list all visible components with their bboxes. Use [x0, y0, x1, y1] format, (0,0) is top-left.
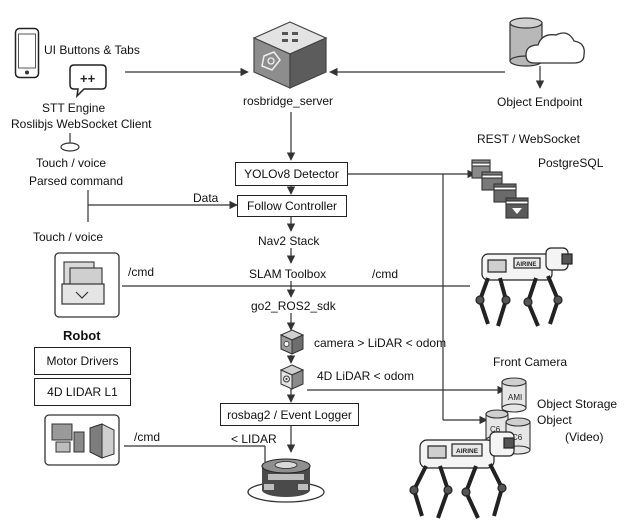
dog-logo-bottom: AIRINE — [456, 448, 479, 455]
server-cube-icon — [252, 21, 328, 89]
lidar-sensor-icon — [247, 458, 325, 503]
postgresql-label: PostgreSQL — [538, 156, 604, 170]
robot-dog-icon: AIRINE — [475, 247, 573, 327]
database-stack-icon — [471, 159, 529, 219]
connector-node — [60, 142, 80, 152]
nav2-label: Nav2 Stack — [258, 234, 320, 248]
chat-bubble-icon: ++ — [69, 64, 107, 98]
smartphone-icon — [14, 27, 40, 79]
camera-cube-icon — [280, 329, 304, 355]
cylinder-label-c2: C6 — [512, 433, 523, 442]
slam-label: SLAM Toolbox — [249, 267, 327, 281]
rest-websocket-label: REST / WebSocket — [477, 132, 580, 146]
lt-lidar-label: < LIDAR — [231, 432, 277, 446]
front-camera-label: Front Camera — [493, 355, 568, 369]
lidar-cube-icon — [280, 364, 304, 390]
computer-station-icon — [44, 414, 120, 466]
object-label: Object — [537, 413, 572, 427]
lidar-odom-label: 4D LiDAR < odom — [317, 369, 415, 383]
roslibjs-label: Roslibjs WebSocket Client — [11, 117, 152, 131]
touch-voice-label-2: Touch / voice — [33, 230, 104, 244]
video-label: (Video) — [565, 430, 604, 444]
cylinder-label-ami: AMI — [508, 393, 522, 402]
camera-lidar-label: camera > LiDAR < odom — [314, 336, 447, 350]
dog-logo-top: AIRINE — [516, 262, 536, 268]
motor-drivers-box: Motor Drivers — [34, 347, 131, 375]
object-endpoint-label: Object Endpoint — [497, 95, 583, 109]
cylinder-label-c1: C6 — [490, 425, 501, 434]
stt-engine-label: STT Engine — [42, 101, 106, 115]
parsed-command-label: Parsed command — [29, 174, 124, 188]
yolo-detector-box: YOLOv8 Detector — [235, 162, 348, 186]
touch-voice-label-1: Touch / voice — [36, 156, 107, 170]
cmd-label-1: /cmd — [128, 265, 155, 279]
rosbridge-label: rosbridge_server — [243, 94, 334, 108]
folder-window-icon — [54, 252, 120, 318]
data-label: Data — [193, 191, 219, 205]
robot-heading: Robot — [63, 328, 101, 343]
cloud-database-icon — [509, 17, 585, 67]
svg-text:++: ++ — [80, 71, 96, 86]
cmd-label-3: /cmd — [134, 430, 161, 444]
lidar-l1-box: 4D LIDAR L1 — [34, 378, 131, 406]
go2-sdk-label: go2_ROS2_sdk — [251, 299, 336, 313]
rosbag-logger-box: rosbag2 / Event Logger — [220, 403, 359, 426]
cmd-label-2: /cmd — [372, 267, 399, 281]
robot-dog-bottom-icon: AIRINE — [409, 431, 515, 519]
ui-buttons-label: UI Buttons & Tabs — [44, 43, 140, 57]
object-storage-label: Object Storage — [537, 397, 618, 411]
follow-controller-box: Follow Controller — [237, 195, 347, 217]
